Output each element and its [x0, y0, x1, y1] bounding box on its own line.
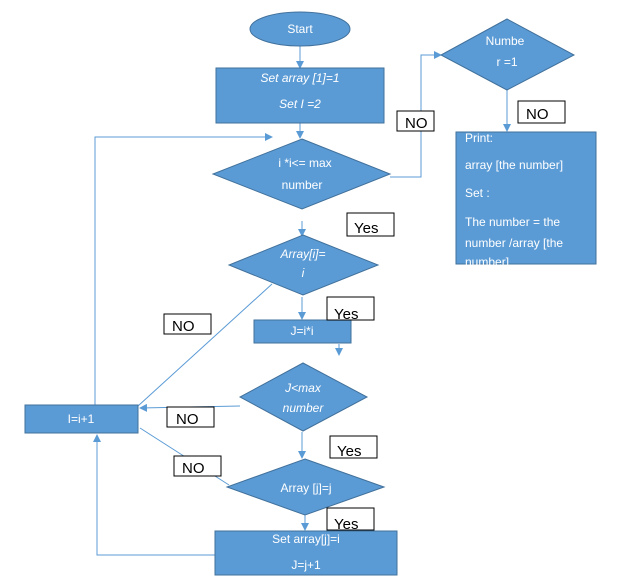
set-arr-j-node: Set array[j]=i J=j+1	[214, 530, 398, 576]
set-arr-j-text-2: J=j+1	[291, 558, 321, 572]
label-no-arr-j: NO	[173, 455, 222, 477]
svg-text:Yes: Yes	[334, 306, 358, 323]
label-no-right: NO	[517, 100, 566, 124]
edge-set-arr-j-loop-to-inc-i	[93, 434, 215, 556]
label-yes-3: Yes	[329, 435, 378, 460]
cond-arr-i-text-2: i	[302, 266, 305, 280]
label-yes-4: Yes	[326, 507, 375, 533]
edge-cond-arr-i-no-to-inc-i	[137, 283, 273, 407]
assign-j-text: J=i*i	[290, 324, 313, 338]
assign-j-node: J=i*i	[253, 319, 352, 344]
svg-text:NO: NO	[176, 411, 199, 428]
set-arr-j-text-1: Set array[j]=i	[272, 532, 340, 546]
cond-num-text-2: r =1	[496, 55, 517, 69]
cond-i-node: i *i<= max number	[211, 138, 392, 210]
print-node: Print: array [the number] Set : The numb…	[455, 131, 597, 269]
cond-arr-i-node: Array[i]= i	[227, 234, 380, 296]
edge-inc-i-loop-to-cond-i	[94, 133, 273, 405]
start-node: Start	[249, 11, 351, 47]
svg-text:NO: NO	[405, 115, 428, 132]
cond-num-text-1: Numbe	[486, 34, 525, 48]
svg-text:Yes: Yes	[354, 220, 378, 237]
print-text-2: array [the number]	[465, 158, 563, 172]
svg-text:NO: NO	[182, 460, 205, 477]
cond-i-text-1: i *i<= max	[278, 156, 331, 170]
print-text-6: number]	[465, 255, 509, 269]
cond-arr-i-text-1: Array[i]=	[279, 247, 325, 261]
svg-text:NO: NO	[172, 318, 195, 335]
inc-i-text: I=i+1	[68, 412, 95, 426]
svg-text:NO: NO	[526, 106, 549, 123]
cond-j-text-1: J<max	[284, 381, 322, 395]
label-no-j: NO	[166, 406, 215, 428]
cond-j-text-2: number	[283, 401, 325, 415]
label-yes-1: Yes	[346, 212, 395, 237]
svg-text:Yes: Yes	[337, 443, 361, 460]
cond-arr-j-text: Array [j]=j	[280, 481, 331, 495]
set-array-node: Set array [1]=1 Set I =2	[215, 67, 385, 124]
start-text: Start	[287, 22, 313, 36]
print-text-1: Print:	[465, 131, 493, 145]
print-text-3: Set :	[465, 186, 490, 200]
set-array-text-2: Set I =2	[279, 97, 321, 111]
svg-text:Yes: Yes	[334, 516, 358, 533]
label-no-arr-i: NO	[163, 313, 212, 335]
print-text-4: The number = the	[465, 215, 560, 229]
cond-j-node: J<max number	[238, 362, 369, 432]
inc-i-node: I=i+1	[24, 404, 139, 434]
label-yes-2: Yes	[326, 296, 375, 323]
set-array-text-1: Set array [1]=1	[260, 71, 339, 85]
cond-arr-j-node: Array [j]=j	[225, 458, 386, 516]
cond-i-text-2: number	[282, 178, 323, 192]
label-no-top: NO	[396, 110, 435, 132]
cond-num-node: Numbe r =1	[439, 18, 576, 91]
print-text-5: number /array [the	[465, 236, 563, 250]
